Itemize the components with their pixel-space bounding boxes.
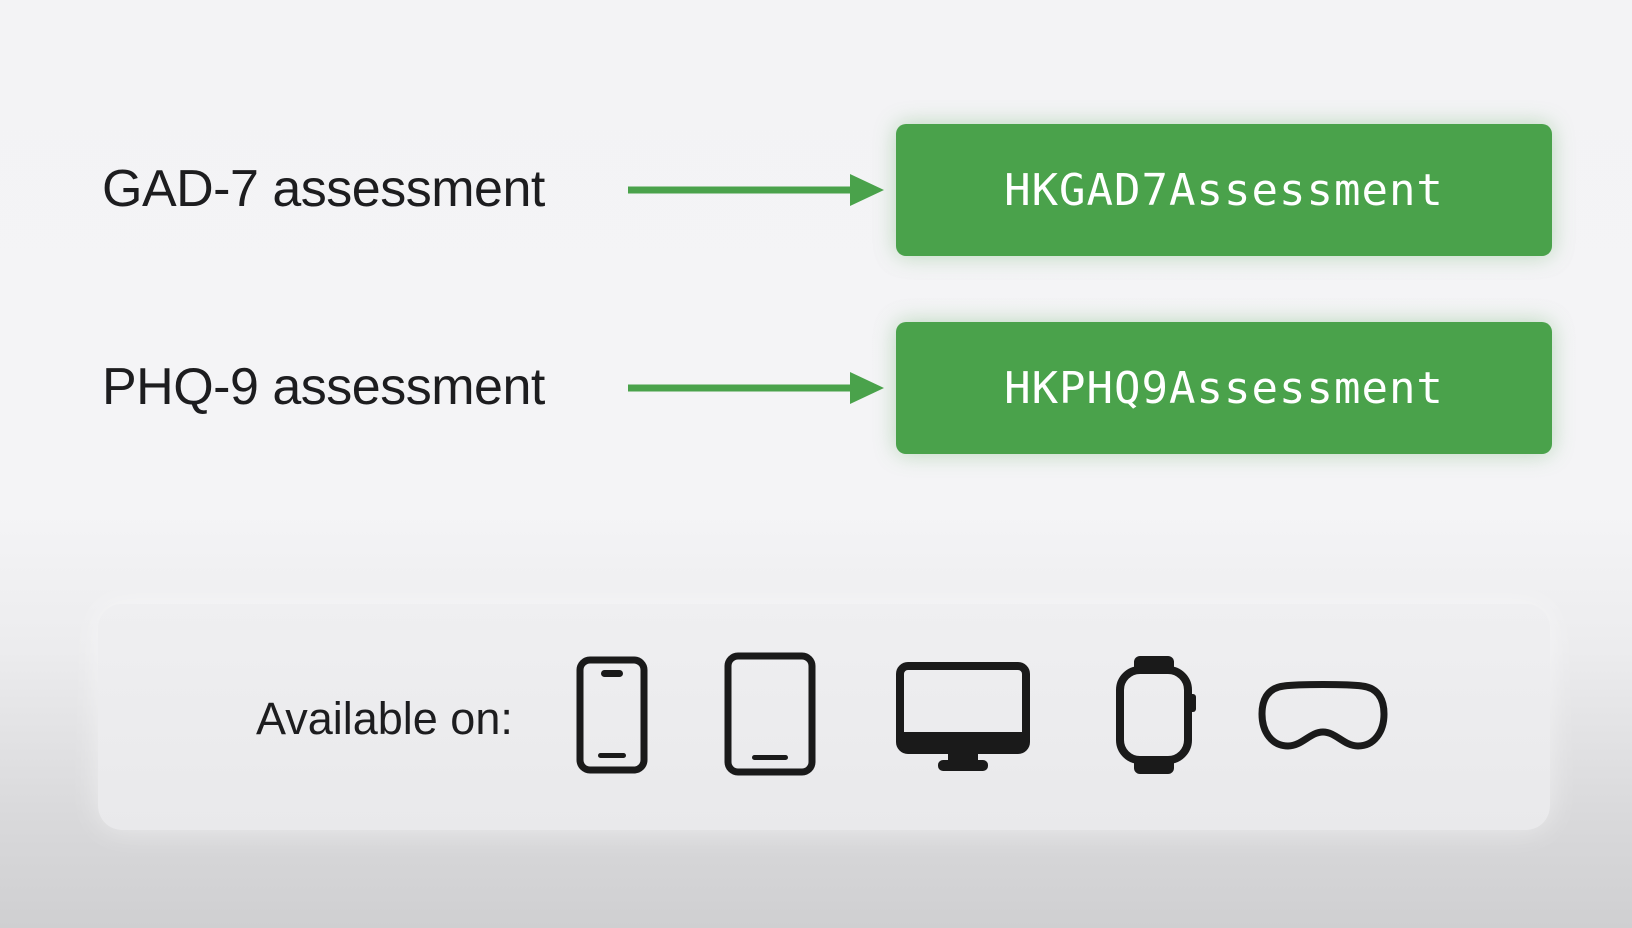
phq9-type-name: HKPHQ9Assessment: [1004, 362, 1444, 414]
gad7-label: GAD-7 assessment: [102, 160, 545, 218]
ipad-icon: [724, 652, 816, 776]
phq9-label: PHQ-9 assessment: [102, 358, 545, 416]
apple-watch-icon: [1116, 656, 1196, 774]
arrow-right-icon: [628, 372, 884, 404]
vision-pro-icon: [1258, 681, 1388, 750]
mac-icon: [896, 662, 1030, 771]
availability-panel: Available on:: [98, 604, 1550, 830]
available-on-label: Available on:: [256, 693, 513, 744]
gad7-mapping-row: GAD-7 assessment HKGAD7Assessment: [0, 124, 1632, 258]
phq9-type-box: HKPHQ9Assessment: [896, 322, 1552, 454]
gad7-type-box: HKGAD7Assessment: [896, 124, 1552, 256]
arrow-right-icon: [628, 174, 884, 206]
gad7-type-name: HKGAD7Assessment: [1004, 164, 1444, 216]
iphone-icon: [576, 656, 648, 774]
phq9-mapping-row: PHQ-9 assessment HKPHQ9Assessment: [0, 322, 1632, 456]
